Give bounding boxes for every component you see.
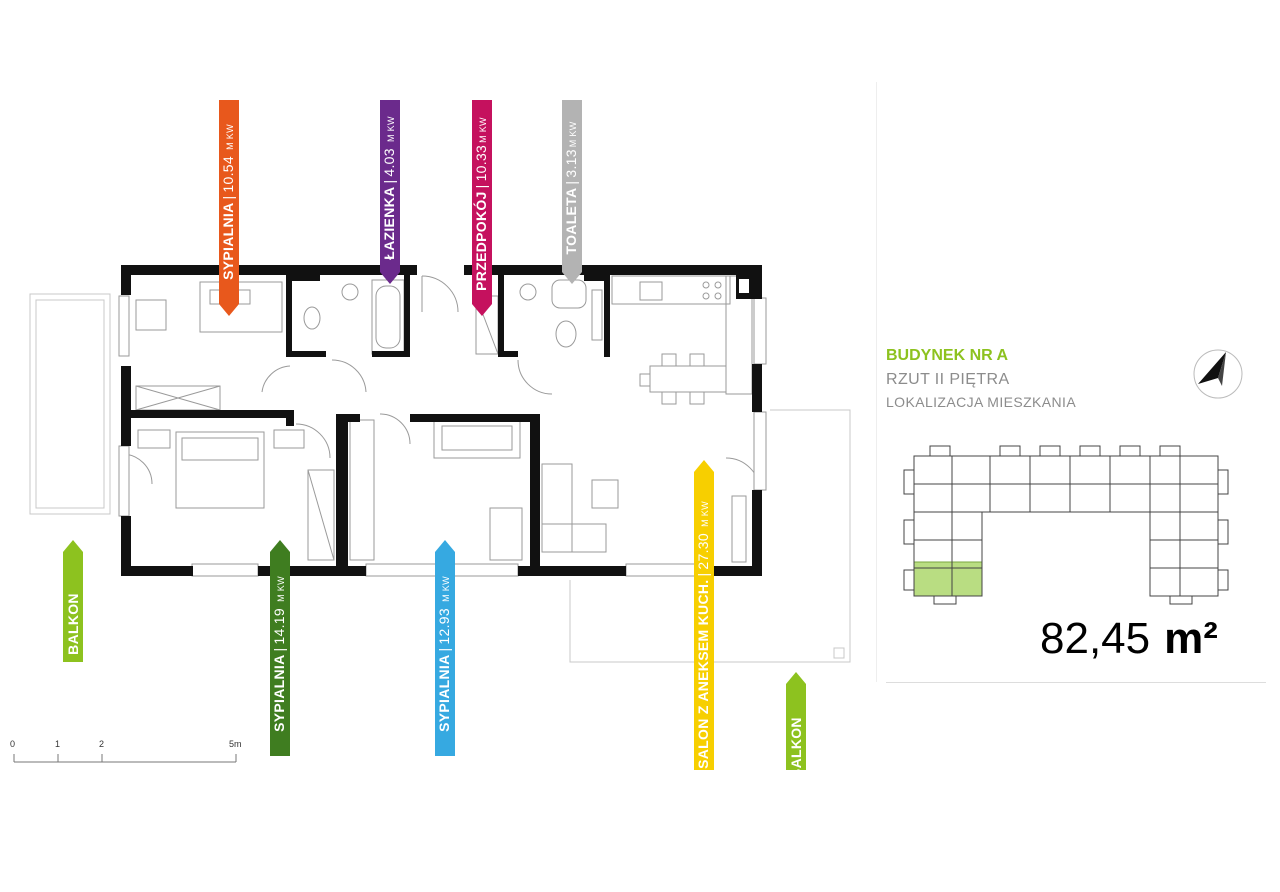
scale-bar (13, 754, 237, 763)
tag-body (270, 540, 290, 756)
room-label: SYPIALNIA|12.93 M KW (436, 576, 452, 732)
room-label: ŁAZIENKA|4.03 M KW (381, 116, 397, 260)
scale-tick-label: 1 (55, 739, 61, 749)
tag-body (694, 460, 714, 770)
shaft (739, 279, 749, 293)
building-name: BUDYNEK NR A (886, 347, 1009, 364)
tag-body (786, 672, 806, 770)
windows (118, 295, 767, 577)
north-arrow-icon (1193, 349, 1243, 399)
area-number: 82,45 (1040, 614, 1151, 663)
room-label: TOALETA|3.13M KW (563, 121, 579, 255)
area-unit: m² (1164, 614, 1218, 663)
tag-body (472, 100, 492, 316)
scale-tick-label: 2 (99, 739, 105, 749)
room-label: PRZEDPOKÓJ|10.33M KW (473, 117, 489, 291)
room-tag-balcony-right: BALKON (786, 672, 806, 770)
area-underline (886, 682, 1266, 683)
tag-body (219, 100, 239, 316)
walls (121, 265, 762, 576)
apartment-area: 82,45 m² (1040, 614, 1218, 664)
floor-name: RZUT II PIĘTRA (886, 371, 1010, 388)
room-label: SYPIALNIA|14.19 M KW (271, 576, 287, 732)
room-tag-living-kitchen: SALON Z ANEKSEM KUCH.|27.30 M KW (694, 460, 714, 770)
room-label: BALKON (65, 593, 81, 655)
scale-tick-label: 5m (229, 739, 242, 749)
room-label: BALKON (788, 717, 804, 770)
scale-tick-label: 0 (10, 739, 16, 749)
room-label: SALON Z ANEKSEM KUCH.|27.30 M KW (695, 501, 711, 769)
balcony-right (569, 409, 851, 663)
key-plan (903, 445, 1229, 605)
panel-divider (876, 82, 877, 682)
apartment-location-highlight (913, 561, 983, 597)
room-label: SYPIALNIA|10.54 M KW (220, 124, 236, 280)
tag-body (562, 100, 582, 284)
balcony-left (29, 293, 111, 515)
tag-body (380, 100, 400, 284)
location-caption: LOKALIZACJA MIESZKANIA (886, 394, 1077, 410)
tag-body (63, 540, 83, 662)
tag-body (435, 540, 455, 756)
